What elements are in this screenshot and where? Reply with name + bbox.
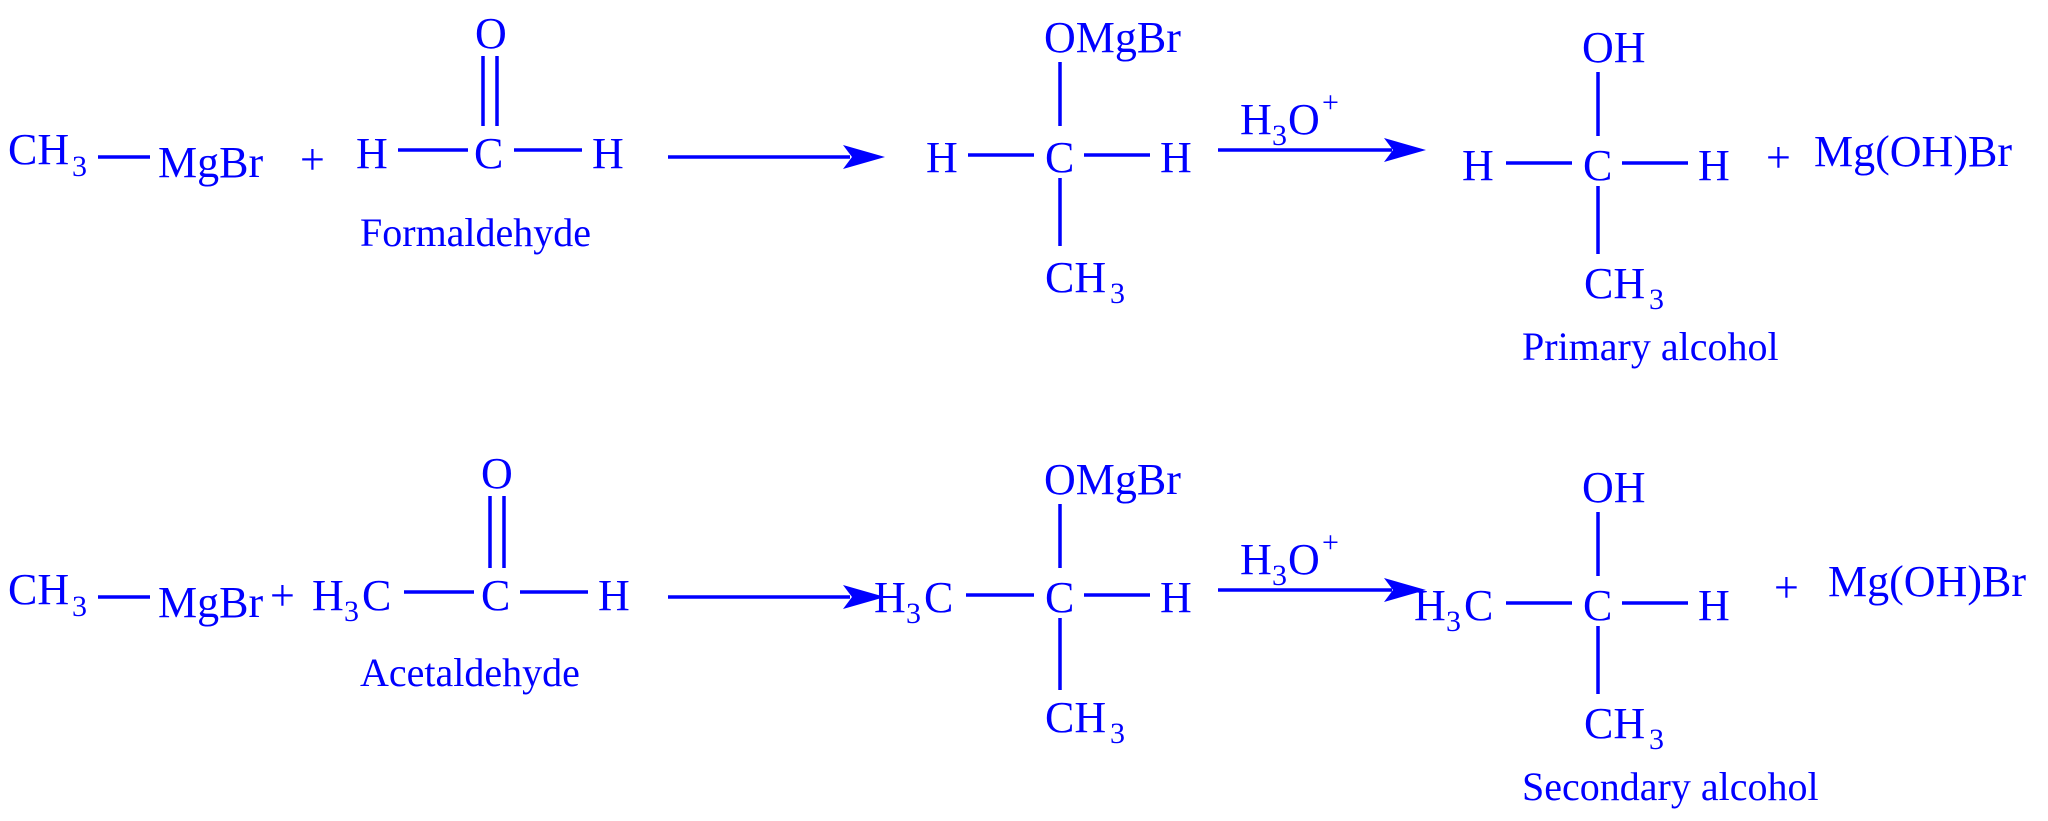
- intermediate-carbon: C: [1045, 133, 1074, 182]
- product-bottom-subscript: 3: [1649, 283, 1664, 316]
- product-bottom-ch: CH: [1584, 259, 1645, 308]
- condition-o: O: [1288, 95, 1320, 144]
- product-right-atom: H: [1698, 141, 1730, 190]
- intermediate-left-atom: H: [874, 573, 906, 622]
- intermediate-bottom-subscript: 3: [1110, 277, 1125, 310]
- product-carbon: C: [1583, 581, 1612, 630]
- product-right-atom: H: [1698, 581, 1730, 630]
- carbonyl-carbon: C: [481, 571, 510, 620]
- reagent-ch: CH: [8, 565, 69, 614]
- carbonyl-oxygen: O: [481, 449, 513, 498]
- carbonyl-right-atom: H: [598, 571, 630, 620]
- formaldehyde-structure: O H C H Formaldehyde: [356, 9, 624, 255]
- carbonyl-right-atom: H: [592, 129, 624, 178]
- hydrolysis-arrow: H 3 O +: [1218, 526, 1426, 602]
- intermediate-right-atom: H: [1160, 133, 1192, 182]
- product-left-atom: H: [1414, 581, 1446, 630]
- intermediate-bottom-ch: CH: [1045, 253, 1106, 302]
- byproduct-plus-sign: +: [1774, 563, 1799, 612]
- product-left-atom: H: [1462, 141, 1494, 190]
- product-top-group: OH: [1582, 23, 1646, 72]
- intermediate-bottom-subscript: 3: [1110, 717, 1125, 750]
- acetaldehyde-structure: O H 3 C C H Acetaldehyde: [312, 449, 630, 695]
- condition-h: H: [1240, 535, 1272, 584]
- reaction-formaldehyde: CH 3 MgBr + O H C H Formaldehyde OMgBr: [8, 9, 2012, 369]
- intermediate-bottom-ch: CH: [1045, 693, 1106, 742]
- product-bottom-ch: CH: [1584, 699, 1645, 748]
- intermediate-left-subscript: 3: [906, 597, 921, 630]
- condition-subscript: 3: [1272, 119, 1287, 152]
- intermediate-left-atom: H: [926, 133, 958, 182]
- product-bottom-subscript: 3: [1649, 723, 1664, 756]
- alkoxide-intermediate: OMgBr H C H CH 3: [926, 13, 1192, 310]
- hydrolysis-arrow: H 3 O +: [1218, 86, 1426, 162]
- carbonyl-left-subscript: 3: [344, 595, 359, 628]
- compound-name-formaldehyde: Formaldehyde: [360, 210, 591, 255]
- reagent-subscript: 3: [72, 150, 87, 183]
- product-left-subscript: 3: [1446, 605, 1461, 638]
- grignard-reagent: CH 3 MgBr: [8, 565, 263, 627]
- condition-subscript: 3: [1272, 559, 1287, 592]
- intermediate-top-group: OMgBr: [1044, 13, 1181, 62]
- carbonyl-left-carbon: C: [362, 571, 391, 620]
- reaction-acetaldehyde: CH 3 MgBr + O H 3 C C H Acetaldehyde OM: [8, 449, 2026, 809]
- carbonyl-left-atom: H: [312, 571, 344, 620]
- reaction-arrow: [668, 585, 885, 609]
- compound-name-primary-alcohol: Primary alcohol: [1522, 324, 1779, 369]
- product-top-group: OH: [1582, 463, 1646, 512]
- carbonyl-left-atom: H: [356, 129, 388, 178]
- alkoxide-intermediate: OMgBr H 3 C C H CH 3: [874, 455, 1192, 750]
- reagent-mgbr: MgBr: [158, 138, 263, 187]
- product-carbon: C: [1583, 141, 1612, 190]
- secondary-alcohol-product: OH H 3 C C H CH 3 Secondary alcohol: [1414, 463, 1819, 809]
- intermediate-right-atom: H: [1160, 573, 1192, 622]
- compound-name-secondary-alcohol: Secondary alcohol: [1522, 764, 1819, 809]
- condition-superscript: +: [1322, 526, 1339, 559]
- reagent-ch: CH: [8, 125, 69, 174]
- carbonyl-oxygen: O: [475, 9, 507, 58]
- byproduct-plus-sign: +: [1766, 133, 1791, 182]
- grignard-reagent: CH 3 MgBr: [8, 125, 263, 187]
- plus-sign: +: [300, 135, 325, 184]
- byproduct: Mg(OH)Br: [1828, 557, 2026, 606]
- intermediate-carbon: C: [1045, 573, 1074, 622]
- carbonyl-carbon: C: [474, 129, 503, 178]
- condition-superscript: +: [1322, 86, 1339, 119]
- intermediate-left-carbon: C: [924, 573, 953, 622]
- product-left-carbon: C: [1464, 581, 1493, 630]
- compound-name-acetaldehyde: Acetaldehyde: [360, 650, 580, 695]
- condition-o: O: [1288, 535, 1320, 584]
- reagent-mgbr: MgBr: [158, 578, 263, 627]
- condition-h: H: [1240, 95, 1272, 144]
- reagent-subscript: 3: [72, 590, 87, 623]
- intermediate-top-group: OMgBr: [1044, 455, 1181, 504]
- primary-alcohol-product: OH H C H CH 3 Primary alcohol: [1462, 23, 1779, 369]
- plus-sign: +: [270, 571, 295, 620]
- byproduct: Mg(OH)Br: [1814, 127, 2012, 176]
- reaction-arrow: [668, 145, 885, 169]
